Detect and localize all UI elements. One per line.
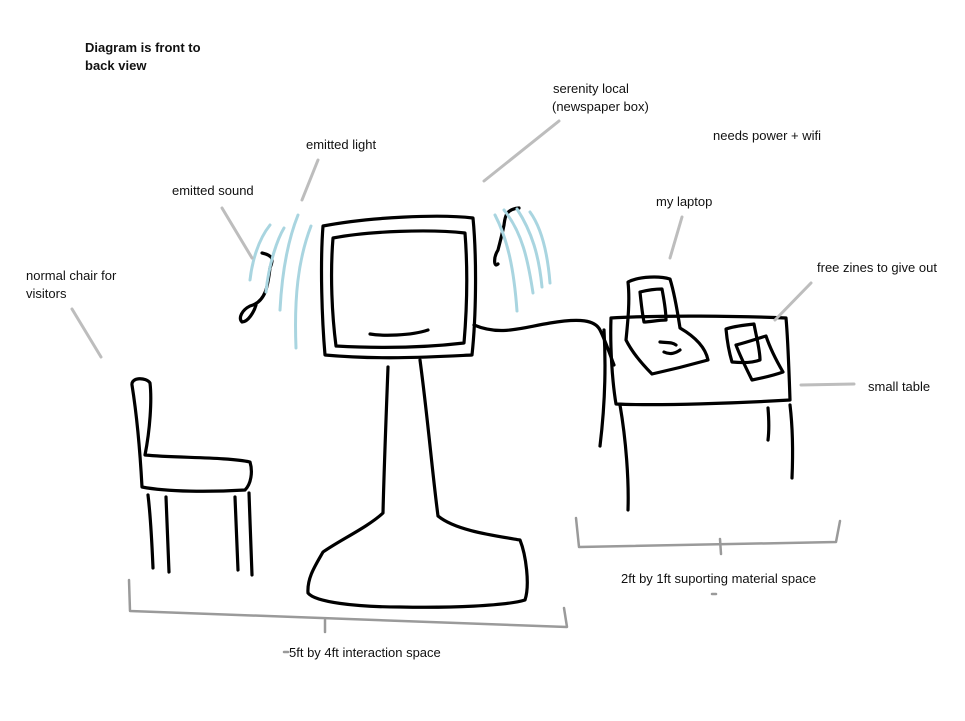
support-space-bracket — [282, 516, 842, 654]
visitor-chair — [130, 377, 254, 577]
speaker-cables — [238, 206, 521, 324]
chair-label-line2: visitors — [26, 286, 67, 301]
small-table-label: small table — [868, 379, 931, 394]
laptop — [624, 275, 710, 376]
emitted-light-waves — [248, 207, 552, 350]
small-table — [598, 314, 795, 512]
diagram-title-line2: back view — [85, 58, 147, 73]
emitted-sound-label: emitted sound — [172, 183, 254, 198]
interaction-space-bracket — [127, 578, 569, 634]
chair-label-line1: normal chair for — [26, 268, 117, 283]
support-space-label: 2ft by 1ft suporting material space — [621, 571, 817, 586]
power-wifi-label: needs power + wifi — [713, 128, 822, 143]
zines-label: free zines to give out — [817, 260, 937, 275]
laptop-label: my laptop — [656, 194, 713, 209]
zines — [724, 322, 785, 382]
newspaper-box — [306, 214, 529, 609]
newspaper-box-label-line1: serenity local — [553, 81, 629, 96]
power-cable — [472, 318, 616, 367]
leader-lines — [70, 119, 856, 387]
interaction-space-label: 5ft by 4ft interaction space — [289, 645, 441, 660]
diagram-title-line1: Diagram is front to — [85, 40, 201, 55]
newspaper-box-label-line2: (newspaper box) — [552, 99, 649, 114]
emitted-light-label: emitted light — [306, 137, 377, 152]
